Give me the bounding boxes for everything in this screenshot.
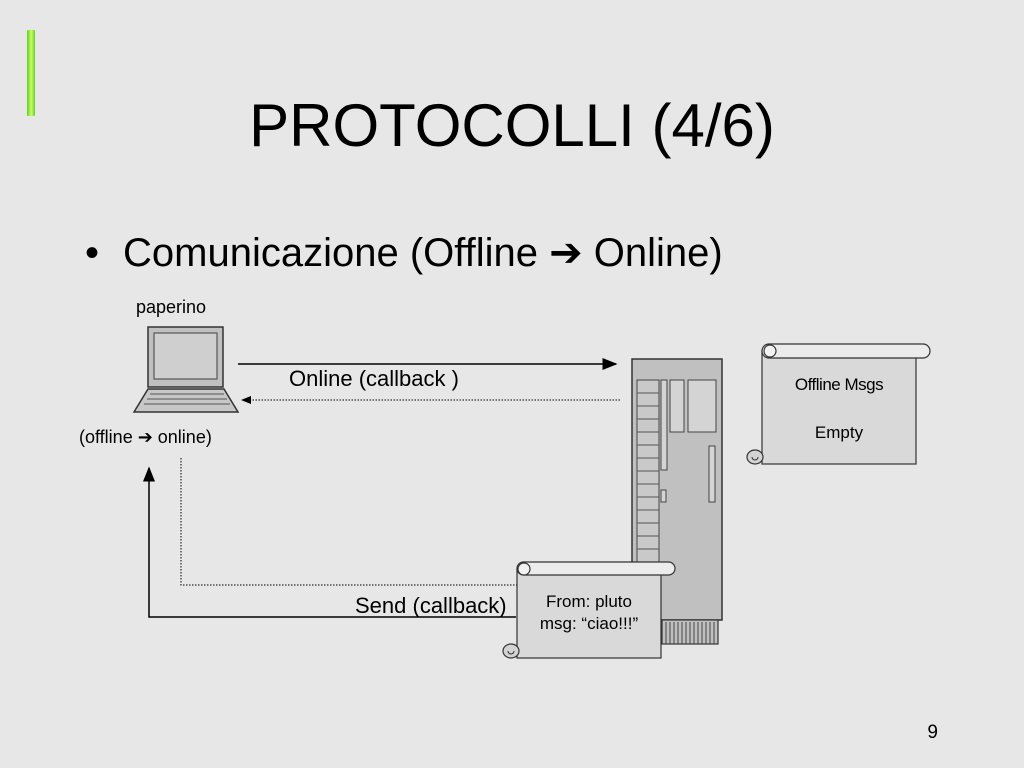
send-dotted-line [180,458,520,586]
online-callback-label: Online (callback ) [289,366,459,391]
offline-msgs-title: Offline Msgs [794,375,884,394]
offline-msgs-scroll [746,343,931,465]
slide-title: PROTOCOLLI (4/6) [249,92,775,159]
client-name-label: paperino [136,297,207,317]
send-callback-arrow [143,466,516,618]
accent-bar [27,30,35,116]
laptop-icon [132,326,240,413]
page-number: 9 [927,722,938,743]
bullet-dot: • [85,231,100,275]
message-body: msg: “ciao!!!” [539,614,639,633]
send-callback-label: Send (callback) [355,595,507,617]
offline-msgs-content: Empty [814,423,864,442]
message-from: From: pluto [546,592,632,611]
client-state-label: (offline ➔ online) [79,427,212,447]
bullet-text: Comunicazione (Offline ➔ Online) [123,231,723,275]
bullet-item: • Comunicazione (Offline ➔ Online) [85,233,723,273]
message-scroll [502,561,676,659]
